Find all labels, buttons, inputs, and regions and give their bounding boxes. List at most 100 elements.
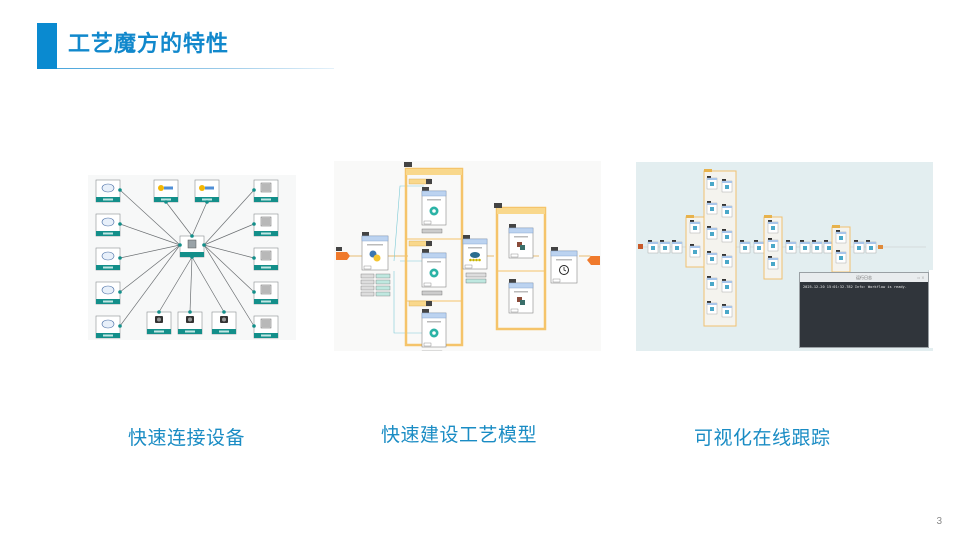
server-device-node [252, 315, 279, 339]
mini-node [689, 244, 701, 258]
port-dot [118, 290, 122, 294]
node-icon [789, 246, 793, 250]
node-header [508, 282, 534, 289]
node-icon [725, 185, 729, 189]
node-tag [362, 232, 369, 236]
node-icon [710, 182, 714, 186]
image-icon-part [520, 300, 525, 305]
python-icon-part [373, 254, 381, 262]
port-dot [190, 234, 194, 238]
node-icon [725, 260, 729, 264]
server-rack-icon [260, 284, 272, 295]
log-console-titlebar: 运行日志 ▫ × [800, 273, 928, 282]
device-connection-image [88, 175, 296, 340]
port-dot [252, 188, 256, 192]
gear-center [432, 209, 436, 213]
node-subtitle [427, 199, 441, 201]
caption-device-connection: 快速连接设备 [128, 427, 246, 449]
log-console-window: 运行日志 ▫ × 2025-12-20 15:01:32.782 Info: W… [799, 272, 929, 348]
sun-logo-icon [158, 185, 164, 191]
clock-hands [563, 267, 567, 272]
node-icon [839, 236, 843, 240]
start-tag [336, 252, 350, 260]
group-tag [404, 162, 412, 167]
node-tag [509, 224, 516, 228]
node-tag [812, 240, 816, 242]
node-label-text [103, 198, 113, 201]
node-icon [827, 246, 831, 250]
mini-node [721, 304, 733, 318]
connection-line [191, 201, 208, 237]
node-port [510, 253, 519, 258]
connection-line [203, 244, 255, 327]
mini-node [799, 240, 811, 254]
node-header [660, 242, 670, 244]
node-icon [743, 246, 747, 250]
group-header [686, 215, 694, 218]
node-tag [768, 220, 772, 222]
node-icon [710, 282, 714, 286]
node-tag [422, 249, 429, 253]
node-header [707, 278, 717, 280]
server-device-node [252, 179, 279, 203]
node-tag [690, 244, 694, 246]
group-header [704, 169, 712, 172]
port-dot [222, 310, 226, 314]
node-tag [707, 301, 711, 303]
node-header [648, 242, 658, 244]
node-tag [422, 309, 429, 313]
node-header [722, 231, 732, 233]
node-icon [710, 307, 714, 311]
node-tag [463, 235, 470, 239]
server-device-node [252, 247, 279, 271]
mini-node [853, 240, 865, 254]
group-frame [703, 170, 737, 327]
sun-logo-icon [199, 185, 205, 191]
image-icon-part [520, 245, 525, 250]
window-controls-icon[interactable]: ▫ × [917, 275, 925, 280]
end-tag [587, 256, 600, 265]
input-param [360, 291, 375, 297]
image-icon [517, 297, 522, 302]
mini-node [767, 238, 779, 252]
node-header [707, 178, 717, 180]
node-label-text [103, 334, 113, 337]
node-icon [725, 235, 729, 239]
mini-node [753, 240, 765, 254]
mini-node [739, 240, 751, 254]
node-tag [854, 240, 858, 242]
cloud-icon [101, 217, 115, 227]
image-node [508, 224, 534, 259]
connection-line [119, 223, 181, 246]
cloud-icon [101, 183, 115, 193]
node-header [768, 240, 778, 242]
node-icon [710, 232, 714, 236]
node-icon [771, 244, 775, 248]
node-header [768, 258, 778, 260]
network-node [475, 258, 478, 262]
connection-line [119, 244, 181, 293]
caption-online-tracking: 可视化在线跟踪 [694, 427, 831, 449]
port-dot [118, 188, 122, 192]
node-icon [815, 246, 819, 250]
node-tag [707, 176, 711, 178]
node-subtitle [427, 261, 441, 263]
node-subtitle [556, 259, 572, 261]
group-header [764, 215, 772, 218]
node-header [836, 252, 846, 254]
start-tag [638, 244, 643, 249]
connection-line [119, 244, 181, 327]
node-tag [768, 256, 772, 258]
node-header [722, 206, 732, 208]
mini-node [647, 240, 659, 254]
output-param [375, 291, 391, 297]
node-icon [675, 246, 679, 250]
mini-node [721, 179, 733, 193]
network-node [462, 235, 488, 270]
port-dot [252, 290, 256, 294]
end-tag [878, 245, 883, 249]
node-label-text [103, 266, 113, 269]
port-dot [188, 310, 192, 314]
node-label-text [219, 330, 229, 333]
node-tag [660, 240, 664, 242]
